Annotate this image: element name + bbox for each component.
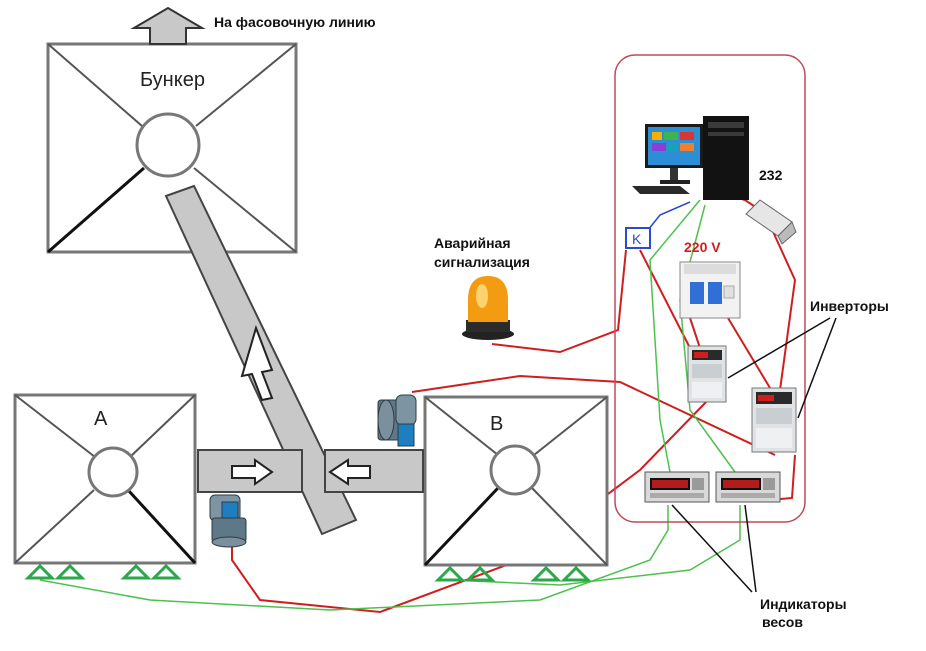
frequency-inverter-icon <box>751 387 797 453</box>
load-cell-icon <box>530 565 562 582</box>
hopper-a-label: A <box>94 408 108 430</box>
power-wire-inverter2-to-motor-b <box>411 374 776 456</box>
hopper-a <box>13 393 197 565</box>
power-wire-breaker-inv1 <box>689 317 701 349</box>
alarm-beacon-icon <box>462 276 514 340</box>
arrow-up-icon <box>240 324 274 402</box>
voltage-label: 220 V <box>684 239 721 255</box>
signal-wire-pc-to-ind2 <box>679 204 736 473</box>
bunker-label: Бункер <box>140 69 205 91</box>
power-wire-k-inv1 <box>639 249 691 349</box>
alarm-label-line1: Аварийная <box>434 235 511 251</box>
rs232-converter-icon <box>745 199 797 245</box>
output-line-label: На фасовочную линию <box>214 14 376 30</box>
weight-indicator-icon <box>644 471 710 503</box>
contactor-label: K <box>632 231 642 247</box>
load-cell-icon <box>150 563 182 580</box>
desktop-computer-icon <box>632 116 749 200</box>
hopper-b-label: B <box>490 413 503 435</box>
load-cells-a <box>24 563 182 580</box>
circuit-breaker-icon <box>679 261 741 319</box>
load-cell-icon <box>560 565 592 582</box>
alarm-label-line2: сигнализация <box>434 254 530 270</box>
callout-pointers <box>671 317 837 593</box>
contactor <box>625 227 651 249</box>
gear-motor-icon <box>377 394 417 447</box>
data-wire-pc-to-k <box>647 201 691 231</box>
control-cabinet <box>614 54 806 523</box>
indicators-label-line2: весов <box>762 614 803 630</box>
load-cell-icon <box>24 563 56 580</box>
indicators-label-line1: Индикаторы <box>760 596 847 612</box>
load-cells-b <box>434 565 592 582</box>
arrow-right-icon <box>231 458 274 486</box>
weight-indicator-icon <box>715 471 781 503</box>
gear-motor-icon <box>209 494 247 548</box>
hopper-b <box>423 395 609 567</box>
signal-wire-a-to-indicator <box>39 505 669 611</box>
signal-wire-b-to-indicator <box>449 505 741 586</box>
inverters-label: Инверторы <box>810 298 889 314</box>
conveyor-from-b <box>324 449 424 493</box>
data-wires <box>647 201 691 231</box>
conveyor-from-a <box>197 449 303 493</box>
bunker <box>46 42 298 254</box>
frequency-inverter-icon <box>687 345 727 403</box>
load-cell-icon <box>54 563 86 580</box>
power-wire-inverter1-to-motor-a <box>231 399 709 614</box>
arrow-left-icon <box>328 458 371 486</box>
signal-wire-pc-to-ind1 <box>649 199 701 473</box>
power-wire-alarm <box>491 249 627 354</box>
load-cell-icon <box>434 565 466 582</box>
power-wire-breaker-inv2 <box>727 317 771 389</box>
power-wire-232 <box>769 224 797 391</box>
signal-wires <box>39 199 741 611</box>
conveyor-incline <box>164 184 358 536</box>
load-cell-icon <box>464 565 496 582</box>
load-cell-icon <box>120 563 152 580</box>
up-arrow-icon <box>130 6 206 45</box>
power-wires <box>231 194 797 614</box>
port-232-label: 232 <box>759 167 783 183</box>
